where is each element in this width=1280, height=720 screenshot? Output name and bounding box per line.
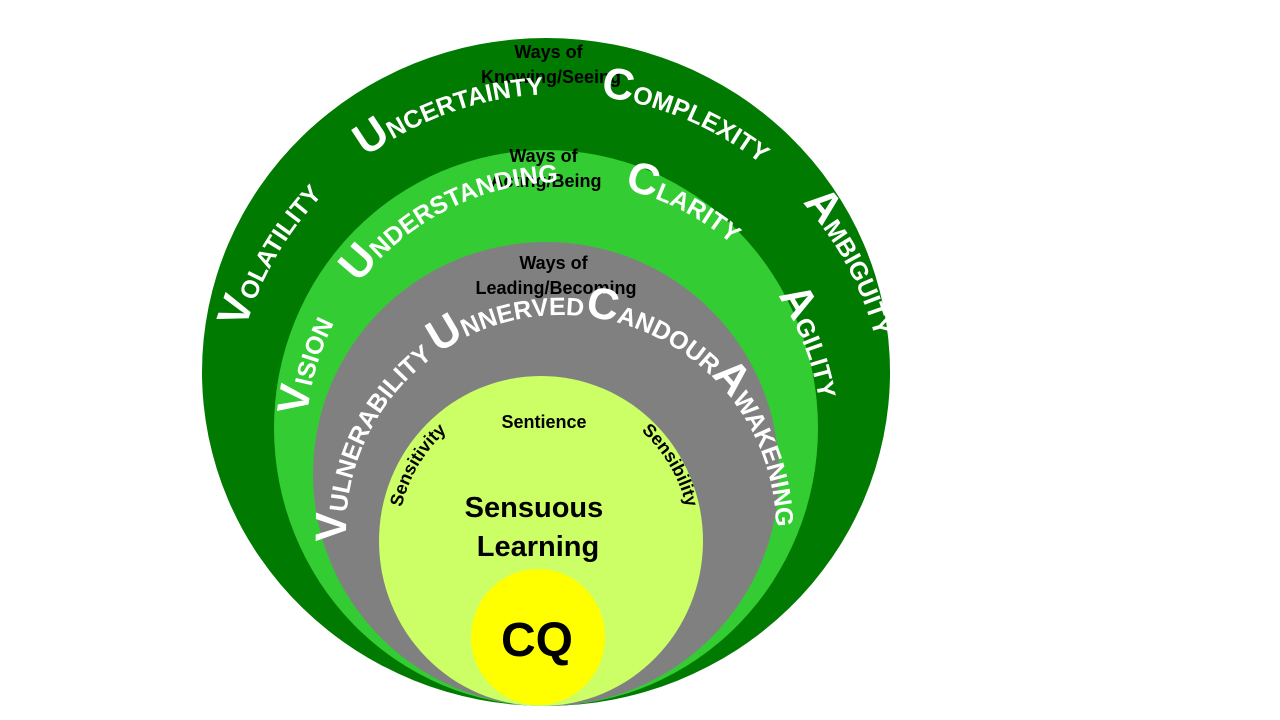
outer-caption-line2: Knowing/Seeing [481, 67, 621, 87]
middle-ring-caption: Ways of Acting/Being [491, 146, 602, 191]
cq-label: CQ [501, 614, 573, 667]
core-title-line1: Sensuous [465, 492, 604, 524]
outer-caption-line1: Ways of [514, 42, 583, 62]
middle-caption-line1: Ways of [509, 146, 578, 166]
inner-caption-line1: Ways of [519, 253, 588, 273]
inner-caption-line2: Leading/Becoming [475, 278, 636, 298]
inner-ring-caption: Ways of Leading/Becoming [475, 253, 636, 298]
outer-ring-caption: Ways of Knowing/Seeing [481, 42, 621, 87]
core-title-line2: Learning [477, 531, 599, 563]
inner-word-0-cap: V [307, 511, 356, 542]
core-circle [379, 376, 703, 706]
middle-caption-line2: Acting/Being [491, 171, 602, 191]
core-sentience: Sentience [501, 412, 586, 432]
core-title: Sensuous Learning [465, 492, 612, 563]
cq-circle [471, 569, 605, 705]
